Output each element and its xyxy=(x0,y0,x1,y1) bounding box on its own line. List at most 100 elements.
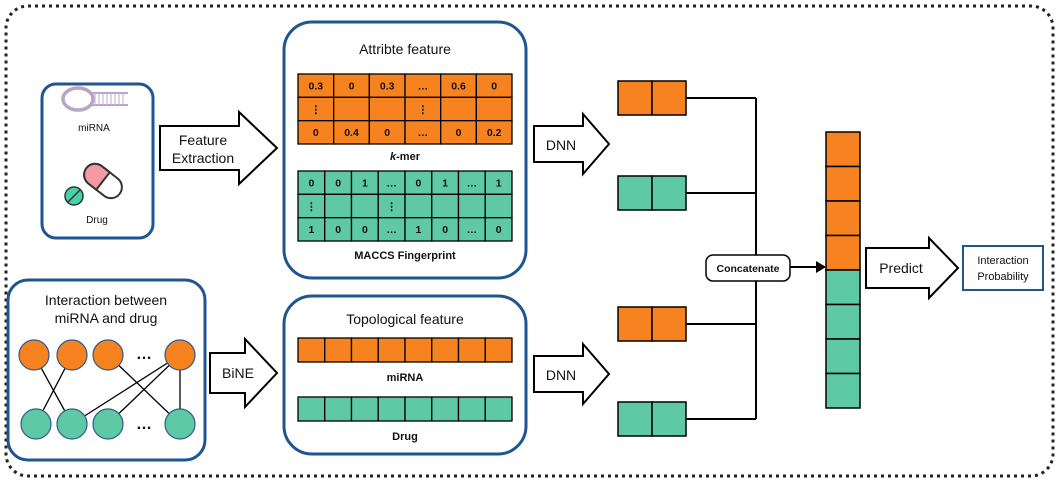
maccs-value: 0 xyxy=(335,177,341,189)
topo-drug-cell xyxy=(324,396,353,422)
embedding-topo-mirna xyxy=(617,306,687,342)
kmer-cell xyxy=(368,96,406,122)
topo-mirna-cell xyxy=(484,337,513,363)
maccs-value: … xyxy=(386,177,397,189)
kmer-value: 0 xyxy=(491,80,497,92)
kmer-value: 0 xyxy=(384,127,390,139)
topo-mirna-cell xyxy=(404,337,433,363)
drug-input-label: Drug xyxy=(86,215,108,226)
dnn-bottom-arrow: DNN xyxy=(533,341,611,407)
dnn-top-arrow: DNN xyxy=(533,111,611,177)
kmer-value: 0.3 xyxy=(309,80,324,92)
feature-extraction-label-line1: Feature xyxy=(179,132,227,148)
interaction-title-line2: miRNA and drug xyxy=(55,310,158,326)
kmer-value: 0 xyxy=(456,127,462,139)
kmer-value: … xyxy=(418,127,429,139)
topo-drug-cell xyxy=(431,396,460,422)
kmer-value: 0.4 xyxy=(344,127,359,139)
concat-cell xyxy=(825,269,861,306)
embedding-attr-drug xyxy=(617,175,687,211)
maccs-value: 0 xyxy=(308,177,314,189)
maccs-value: 0 xyxy=(335,224,341,236)
concatenate-label: Concatenate xyxy=(716,263,779,275)
bine-label: BiNE xyxy=(222,365,254,381)
attribute-feature-title: Attribte feature xyxy=(359,41,451,57)
feature-extraction-arrow: Feature Extraction xyxy=(159,109,279,187)
kmer-value: ⋮ xyxy=(311,104,322,116)
topo-mirna-cell xyxy=(350,337,379,363)
kmer-cell xyxy=(333,96,370,122)
topological-mirna-vector xyxy=(297,337,513,363)
maccs-value: 0 xyxy=(442,224,448,236)
concat-cell xyxy=(825,338,861,375)
maccs-cell xyxy=(484,217,513,242)
maccs-value: … xyxy=(386,224,397,236)
kmer-value: … xyxy=(418,80,429,92)
attribute-feature-box: Attribte feature 0.3 0 0.3 … 0.6 0 ⋮ ⋮ 0 0.4 0 … 0 0.… xyxy=(282,20,528,280)
concat-cell xyxy=(825,200,861,237)
maccs-value: 1 xyxy=(362,177,368,189)
topological-feature-title: Topological feature xyxy=(346,311,464,327)
mirna-input-label: miRNA xyxy=(78,123,110,134)
dnn-bottom-label: DNN xyxy=(546,367,576,383)
dnn-output-vectors xyxy=(617,80,687,437)
topo-mirna-cell xyxy=(457,337,486,363)
concat-cell xyxy=(825,303,861,340)
kmer-label-rest: -mer xyxy=(396,151,421,163)
topological-feature-box: Topological feature miRNA Drug xyxy=(282,294,528,456)
topological-drug-label: Drug xyxy=(392,431,418,443)
kmer-cell xyxy=(440,96,477,122)
maccs-value: ⋮ xyxy=(306,201,317,213)
maccs-value: … xyxy=(467,224,478,236)
capsule-pill-icon xyxy=(64,162,123,206)
topo-drug-cell xyxy=(457,396,486,422)
kmer-value: 0.3 xyxy=(380,80,395,92)
bine-arrow: BiNE xyxy=(209,336,279,410)
maccs-value: 0 xyxy=(496,224,502,236)
concat-cell xyxy=(825,165,861,202)
drug-nodes-ellipsis: … xyxy=(136,416,152,433)
topo-drug-cell xyxy=(297,396,326,422)
concat-cell xyxy=(825,234,861,271)
topo-mirna-cell xyxy=(324,337,353,363)
mirna-nodes xyxy=(18,339,196,371)
predict-arrow: Predict xyxy=(865,235,960,301)
topo-mirna-cell xyxy=(297,337,326,363)
maccs-value: 1 xyxy=(308,224,314,236)
drug-nodes xyxy=(20,408,196,440)
predict-label: Predict xyxy=(879,260,923,276)
concatenate-box: Concatenate xyxy=(705,254,791,282)
maccs-value: 1 xyxy=(496,177,502,189)
topo-drug-cell xyxy=(377,396,406,422)
topo-drug-cell xyxy=(484,396,513,422)
topo-mirna-cell xyxy=(431,337,460,363)
topo-drug-cell xyxy=(404,396,433,422)
kmer-value: 0 xyxy=(313,127,319,139)
mirna-nodes-ellipsis: … xyxy=(136,346,152,363)
maccs-cell xyxy=(457,193,486,219)
kmer-cell xyxy=(475,120,513,145)
kmer-value: 0 xyxy=(349,80,355,92)
maccs-cell xyxy=(350,193,379,219)
maccs-cell xyxy=(404,193,433,219)
maccs-value: 0 xyxy=(362,224,368,236)
maccs-fingerprint-label: MACCS Fingerprint xyxy=(354,250,456,262)
embedding-topo-drug xyxy=(617,401,687,437)
maccs-cell xyxy=(431,193,460,219)
topo-drug-cell xyxy=(350,396,379,422)
concat-cell xyxy=(825,372,861,409)
interaction-title-line1: Interaction between xyxy=(45,292,167,308)
maccs-value: … xyxy=(467,177,478,189)
maccs-cell xyxy=(484,193,513,219)
output-label-line2: Probability xyxy=(977,271,1029,283)
maccs-value: ⋮ xyxy=(386,201,397,213)
concat-cell xyxy=(825,131,861,168)
input-box: miRNA Drug xyxy=(40,82,155,240)
kmer-value: 0.2 xyxy=(487,127,502,139)
maccs-cell xyxy=(324,193,353,219)
kmer-label: k-mer xyxy=(390,151,421,163)
kmer-value: 0.6 xyxy=(451,80,466,92)
kmer-value: ⋮ xyxy=(418,104,429,116)
